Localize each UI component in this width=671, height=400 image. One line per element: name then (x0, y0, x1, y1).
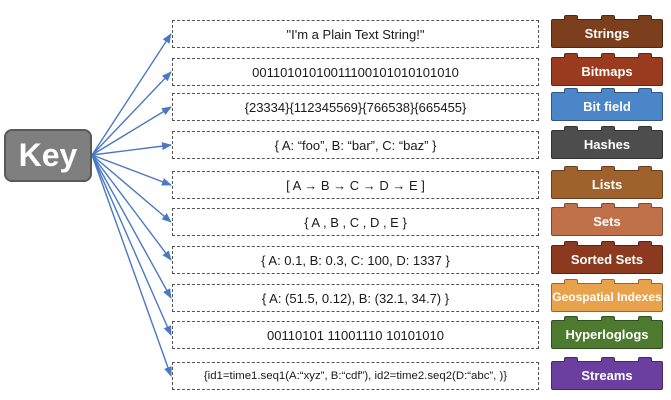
value-box-hyperloglogs: 00110101 11001110 10101010 (172, 321, 539, 349)
type-brick-bitmaps: Bitmaps (551, 53, 663, 86)
arrow-key-to-row-2 (91, 71, 172, 156)
brick-stud (601, 241, 615, 246)
value-text: { A: 0.1, B: 0.3, C: 100, D: 1337 } (261, 252, 450, 268)
brick-stud (638, 279, 652, 284)
value-text: { A: (51.5, 0.12), B: (32.1, 34.7) } (261, 290, 450, 306)
arrow-key-to-row-9 (91, 154, 172, 336)
arrow-key-to-row-4 (91, 142, 172, 156)
brick-stud (601, 203, 615, 208)
brick-stud (601, 357, 615, 362)
brick-stud (564, 126, 578, 131)
brick-stud (564, 166, 578, 171)
value-text: {id1=time1.seq1(A:“xyz”, B:“cdf”), id2=t… (203, 370, 508, 382)
brick-stud (564, 15, 578, 20)
type-brick-sorted-sets: Sorted Sets (551, 241, 663, 274)
brick-stud (601, 53, 615, 58)
value-text: {23334}{112345569}{766538}{665455} (244, 99, 467, 115)
brick-stud (638, 126, 652, 131)
brick-stud (564, 279, 578, 284)
arrow-key-to-row-6 (91, 154, 172, 223)
type-label: Streams (581, 367, 633, 383)
key-label: Key (18, 137, 78, 173)
value-text: 00110101 11001110 10101010 (267, 327, 444, 343)
value-box-geospatial-indexes: { A: (51.5, 0.12), B: (32.1, 34.7) } (172, 284, 539, 312)
type-brick-geospatial-indexes: Geospatial Indexes (551, 279, 663, 312)
value-box-lists: [ A → B → C → D → E ] (172, 171, 539, 199)
brick-stud (601, 126, 615, 131)
value-text: { A , B , C , D , E } (304, 214, 407, 230)
brick-stud (638, 88, 652, 93)
value-text: { A: “foo”, B: “bar”, C: “baz” } (274, 137, 437, 153)
value-text: "I'm a Plain Text String!" (286, 26, 425, 42)
brick-stud (601, 15, 615, 20)
brick-stud (638, 316, 652, 321)
type-label: Geospatial Indexes (552, 290, 662, 305)
brick-stud (564, 53, 578, 58)
arrow-key-to-row-7 (91, 154, 172, 261)
type-brick-hyperloglogs: Hyperloglogs (551, 316, 663, 349)
brick-stud (564, 88, 578, 93)
type-label: Sets (593, 213, 621, 229)
value-text: [ A → B → C → D → E ] (286, 177, 425, 193)
brick-stud (638, 357, 652, 362)
brick-stud (638, 15, 652, 20)
type-brick-streams: Streams (551, 357, 663, 390)
brick-stud (564, 203, 578, 208)
brick-stud (638, 241, 652, 246)
brick-stud (564, 316, 578, 321)
brick-stud (564, 357, 578, 362)
type-brick-strings: Strings (551, 15, 663, 48)
arrow-key-to-row-5 (91, 154, 172, 186)
type-brick-bit-field: Bit field (551, 88, 663, 121)
arrow-key-to-row-1 (91, 33, 172, 156)
brick-stud (601, 279, 615, 284)
type-label: Hyperloglogs (565, 326, 649, 342)
type-brick-hashes: Hashes (551, 126, 663, 159)
value-box-sorted-sets: { A: 0.1, B: 0.3, C: 100, D: 1337 } (172, 246, 539, 274)
arrow-key-to-row-8 (91, 154, 172, 299)
value-box-sets: { A , B , C , D , E } (172, 208, 539, 236)
value-box-bit-field: {23334}{112345569}{766538}{665455} (172, 93, 539, 121)
type-brick-lists: Lists (551, 166, 663, 199)
type-label: Lists (591, 176, 623, 192)
brick-stud (564, 241, 578, 246)
key-node: Key (4, 129, 92, 182)
value-text: 00110101010011100101010101010 (252, 64, 459, 80)
brick-stud (638, 203, 652, 208)
type-brick-sets: Sets (551, 203, 663, 236)
arrow-key-to-row-3 (91, 106, 172, 156)
brick-stud (601, 88, 615, 93)
arrow-key-to-row-10 (91, 154, 172, 377)
brick-stud (601, 166, 615, 171)
brick-stud (601, 316, 615, 321)
brick-stud (638, 166, 652, 171)
type-label: Hashes (583, 136, 631, 152)
value-box-strings: "I'm a Plain Text String!" (172, 20, 539, 48)
type-label: Bitmaps (581, 63, 633, 79)
value-box-hashes: { A: “foo”, B: “bar”, C: “baz” } (172, 131, 539, 159)
type-label: Sorted Sets (570, 251, 644, 267)
brick-stud (638, 53, 652, 58)
value-box-streams: {id1=time1.seq1(A:“xyz”, B:“cdf”), id2=t… (172, 362, 539, 390)
type-label: Strings (584, 25, 630, 41)
type-label: Bit field (583, 98, 631, 114)
value-box-bitmaps: 00110101010011100101010101010 (172, 58, 539, 86)
